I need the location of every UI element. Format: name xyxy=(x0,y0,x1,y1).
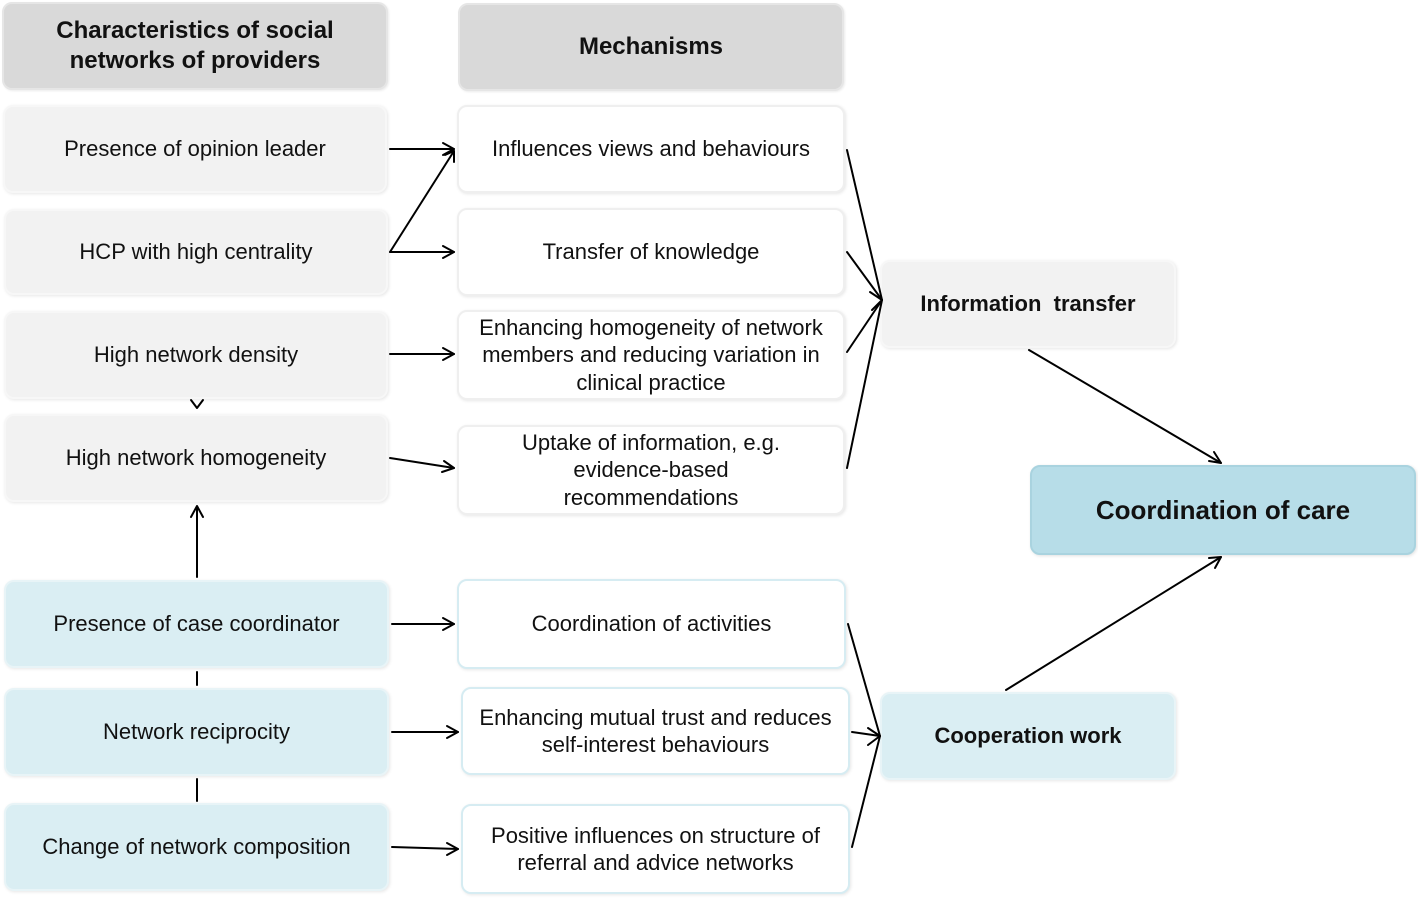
arrow-composition-to-positive xyxy=(391,842,459,856)
char-network-composition: Change of network composition xyxy=(4,803,389,891)
mech-positive-influences-label: Positive influences on structure of refe… xyxy=(491,822,820,876)
arrow-coordinator-to-coordination xyxy=(391,617,455,631)
arrow-cooperation-to-coordination xyxy=(1005,556,1222,691)
char-network-reciprocity: Network reciprocity xyxy=(4,688,389,776)
characteristics-header-label: Characteristics of social networks of pr… xyxy=(56,17,334,74)
char-case-coordinator: Presence of case coordinator xyxy=(4,580,389,668)
arrow-centrality-to-transfer xyxy=(389,245,455,259)
arrow-influences-to-information xyxy=(846,149,883,301)
arrow-density-to-enhancing xyxy=(389,347,455,361)
arrowhead-information-transfer xyxy=(869,291,883,311)
arrow-centrality-to-influences xyxy=(389,150,455,253)
mech-enhancing-homogeneity: Enhancing homogeneity of network members… xyxy=(457,310,845,400)
mech-transfer-knowledge: Transfer of knowledge xyxy=(457,208,845,296)
arrow-coordination-to-cooperation xyxy=(847,623,881,737)
coordination-of-care-label: Coordination of care xyxy=(1095,494,1351,525)
arrow-opinion-leader-to-influences xyxy=(389,142,455,156)
cooperation-work-label: Cooperation work xyxy=(934,723,1122,749)
information-transfer-label: Information transfer xyxy=(920,291,1136,317)
arrow-homogeneity-to-uptake xyxy=(389,457,455,473)
mech-influences-views: Influences views and behaviours xyxy=(457,105,845,193)
arrow-density-to-homogeneity xyxy=(190,399,204,409)
char-opinion-leader-label: Presence of opinion leader xyxy=(64,136,326,162)
arrowhead-cooperation-work xyxy=(867,727,881,746)
mech-uptake-information: Uptake of information, e.g. evidence-bas… xyxy=(457,425,845,515)
char-opinion-leader: Presence of opinion leader xyxy=(3,105,387,193)
mech-positive-influences: Positive influences on structure of refe… xyxy=(461,804,850,894)
mechanisms-header: Mechanisms xyxy=(458,3,844,91)
char-high-centrality: HCP with high centrality xyxy=(4,209,388,295)
arrow-transfer-to-information xyxy=(846,251,883,301)
mech-mutual-trust-label: Enhancing mutual trust and reduces self-… xyxy=(479,704,832,758)
arrow-reciprocity-to-trust xyxy=(391,725,459,739)
char-network-homogeneity: High network homogeneity xyxy=(4,414,388,502)
coordination-of-care-box: Coordination of care xyxy=(1030,465,1416,555)
characteristics-header: Characteristics of social networks of pr… xyxy=(2,2,388,90)
char-network-density-label: High network density xyxy=(93,342,299,368)
mech-enhancing-homogeneity-label: Enhancing homogeneity of network members… xyxy=(479,314,823,395)
char-network-density: High network density xyxy=(4,311,388,399)
char-high-centrality-label: HCP with high centrality xyxy=(79,239,313,265)
mechanisms-header-label: Mechanisms xyxy=(578,33,724,60)
arrow-uptake-to-information xyxy=(846,299,883,469)
mech-influences-views-label: Influences views and behaviours xyxy=(492,136,810,162)
char-case-coordinator-label: Presence of case coordinator xyxy=(53,611,340,637)
arrow-coordinator-to-homogeneity xyxy=(190,505,204,578)
cooperation-work-box: Cooperation work xyxy=(880,692,1176,780)
mech-transfer-knowledge-label: Transfer of knowledge xyxy=(542,239,760,265)
information-transfer-box: Information transfer xyxy=(880,260,1176,348)
char-network-composition-label: Change of network composition xyxy=(42,834,351,860)
mech-coordination-activities-label: Coordination of activities xyxy=(531,611,772,637)
arrow-trust-to-cooperation xyxy=(851,731,881,737)
mech-mutual-trust: Enhancing mutual trust and reduces self-… xyxy=(461,687,850,775)
mech-uptake-information-label: Uptake of information, e.g. evidence-bas… xyxy=(521,429,781,510)
arrow-information-to-coordination xyxy=(1028,349,1222,464)
arrow-enhancing-to-information xyxy=(846,299,883,353)
char-network-homogeneity-label: High network homogeneity xyxy=(65,445,327,471)
mech-coordination-activities: Coordination of activities xyxy=(457,579,846,669)
arrow-positive-to-cooperation xyxy=(851,735,881,848)
char-network-reciprocity-label: Network reciprocity xyxy=(102,719,291,745)
